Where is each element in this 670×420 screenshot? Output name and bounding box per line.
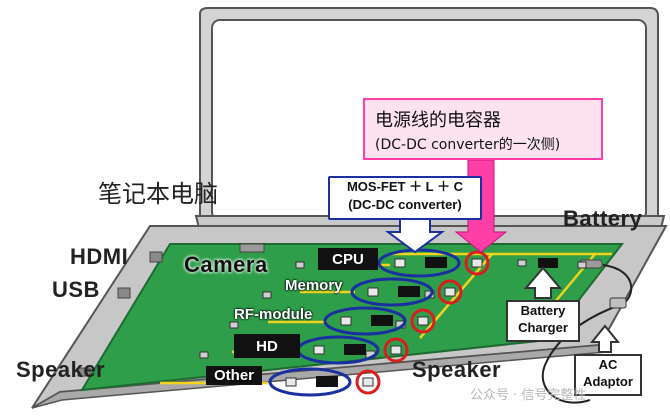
dcdc-callout-line1: MOS-FET ＋ L ＋ C bbox=[346, 179, 464, 194]
ac-adaptor-box: AC Adaptor bbox=[574, 354, 642, 396]
charger-callout-arrow bbox=[523, 266, 563, 299]
capacitor-callout-title: 电源线的电容器 bbox=[375, 110, 501, 131]
cpu-chip-label: CPU bbox=[332, 250, 364, 268]
battery-charger-line1: Battery bbox=[520, 303, 566, 318]
memory-label: Memory bbox=[285, 277, 343, 294]
battery-charger-ic bbox=[538, 258, 558, 268]
cap-ring-cpu bbox=[464, 250, 490, 276]
dcdc-ring-rf bbox=[323, 306, 407, 336]
cap-ring-other bbox=[355, 369, 381, 395]
hd-chip-label: HD bbox=[256, 337, 278, 355]
usb-label: USB bbox=[52, 277, 100, 302]
dcdc-callout-box: MOS-FET ＋ L ＋ C (DC-DC converter) bbox=[328, 176, 482, 220]
ac-adaptor-line1: AC bbox=[598, 357, 618, 372]
left-speaker-port bbox=[77, 367, 91, 377]
other-label: Other bbox=[206, 366, 263, 385]
battery-charger-box: Battery Charger bbox=[506, 300, 580, 342]
dcdc-inductors bbox=[285, 258, 406, 387]
capacitor-callout-box: 电源线的电容器 (DC-DC converter的一次侧) bbox=[363, 98, 603, 160]
cap-ring-memory bbox=[437, 279, 463, 305]
ac-cable bbox=[541, 264, 633, 404]
dcdc-chips bbox=[316, 257, 447, 387]
hdmi-label: HDMI bbox=[70, 244, 129, 269]
ac-plug bbox=[609, 297, 627, 309]
adaptor-callout-arrow bbox=[589, 324, 621, 353]
ac-adaptor-line2: Adaptor bbox=[583, 374, 633, 389]
speaker-right-label: Speaker bbox=[412, 357, 502, 382]
capacitor-rings bbox=[355, 250, 490, 395]
capacitor-callout-subtitle: (DC-DC converter的一次侧) bbox=[375, 137, 561, 153]
cap-ring-rf bbox=[410, 308, 436, 334]
laptop-label: 笔记本电脑 bbox=[98, 180, 218, 208]
dcdc-ring-other bbox=[268, 367, 352, 397]
watermark: 公众号 · 信号完整性 bbox=[470, 388, 587, 403]
dcdc-callout-arrow bbox=[384, 217, 446, 254]
hd-chip: HD bbox=[234, 334, 300, 358]
usb-port bbox=[117, 287, 131, 299]
cpu-chip: CPU bbox=[318, 248, 378, 270]
dcdc-ring-memory bbox=[350, 277, 434, 307]
battery-label: Battery bbox=[563, 206, 643, 231]
dcdc-groups bbox=[268, 248, 461, 397]
speaker-left-label: Speaker bbox=[16, 357, 106, 382]
hdmi-port bbox=[149, 251, 163, 263]
dcdc-callout-line2: (DC-DC converter) bbox=[348, 197, 462, 212]
camera-component bbox=[239, 243, 265, 253]
battery-charger-line2: Charger bbox=[518, 320, 568, 335]
cap-ring-hd bbox=[383, 337, 409, 363]
capacitors bbox=[362, 258, 483, 387]
camera-label: Camera bbox=[184, 252, 268, 277]
rf-module-label: RF-module bbox=[234, 306, 313, 323]
